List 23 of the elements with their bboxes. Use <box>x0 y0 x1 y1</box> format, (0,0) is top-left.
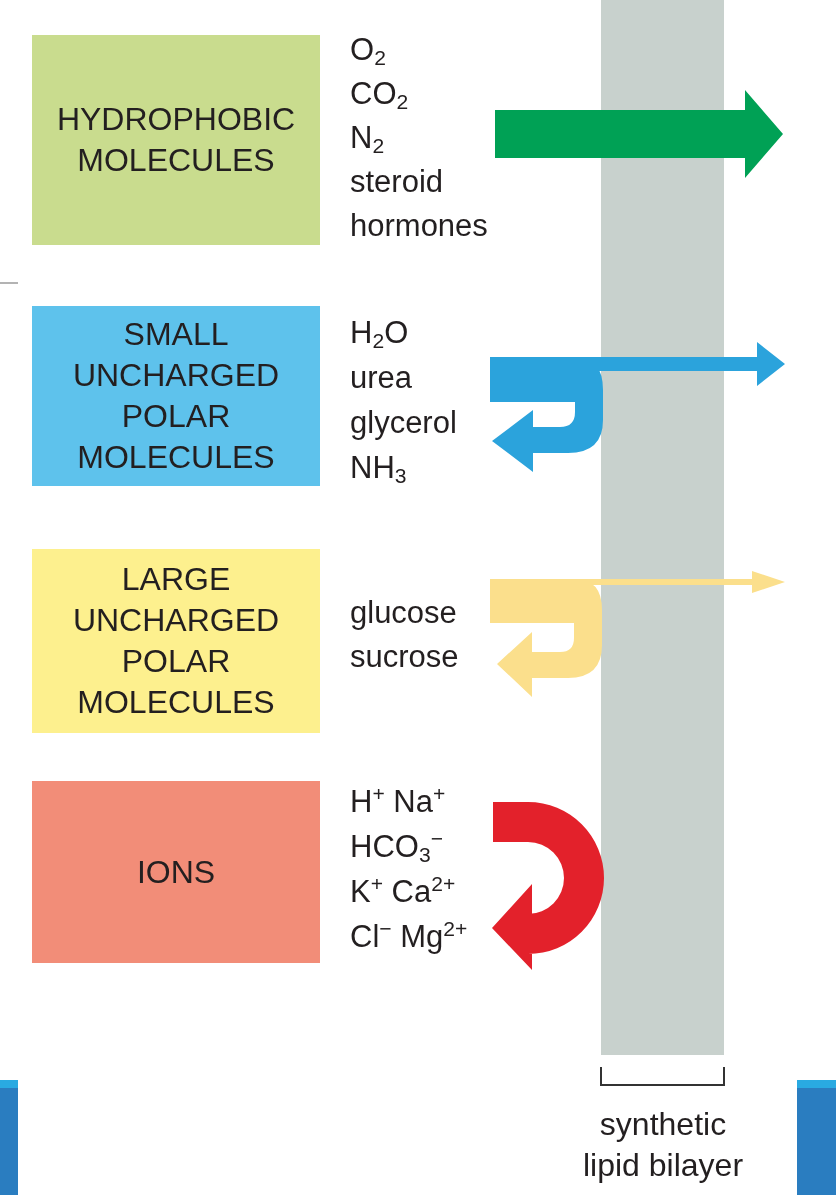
molecule-name: urea <box>350 359 413 397</box>
category-title: IONS <box>136 852 216 892</box>
molecule-name: H$^{+}$ Na$^{+}$ <box>350 781 446 821</box>
molecule-name: glycerol <box>350 404 457 442</box>
molecule-name: sucrose <box>350 638 459 676</box>
bilayer-label: synthetic lipid bilayer <box>581 1105 745 1185</box>
category-box <box>32 35 320 245</box>
molecule-name: H$_{2}$O <box>350 314 409 354</box>
category-box <box>32 549 320 733</box>
molecule-name: CO$_{2}$ <box>350 75 409 115</box>
molecule-name: K$^{+}$ Ca$^{2+}$ <box>350 871 456 911</box>
lipid-bilayer-band <box>601 0 724 1055</box>
molecule-name: Cl$^{−}$ Mg$^{2+}$ <box>350 916 468 956</box>
molecule-name: NH$_{3}$ <box>350 449 407 489</box>
category-title: LARGE UNCHARGED POLAR MOLECULES <box>71 560 281 722</box>
category-box <box>32 306 320 486</box>
category-box <box>32 781 320 963</box>
category-title: HYDROPHOBIC MOLECULES <box>55 100 297 180</box>
molecule-name: O$_{2}$ <box>350 31 386 71</box>
molecule-name: steroid hormones <box>350 163 489 245</box>
molecule-name: glucose <box>350 594 457 632</box>
molecule-name: N$_{2}$ <box>350 119 385 159</box>
category-title: SMALL UNCHARGED POLAR MOLECULES <box>71 315 281 477</box>
